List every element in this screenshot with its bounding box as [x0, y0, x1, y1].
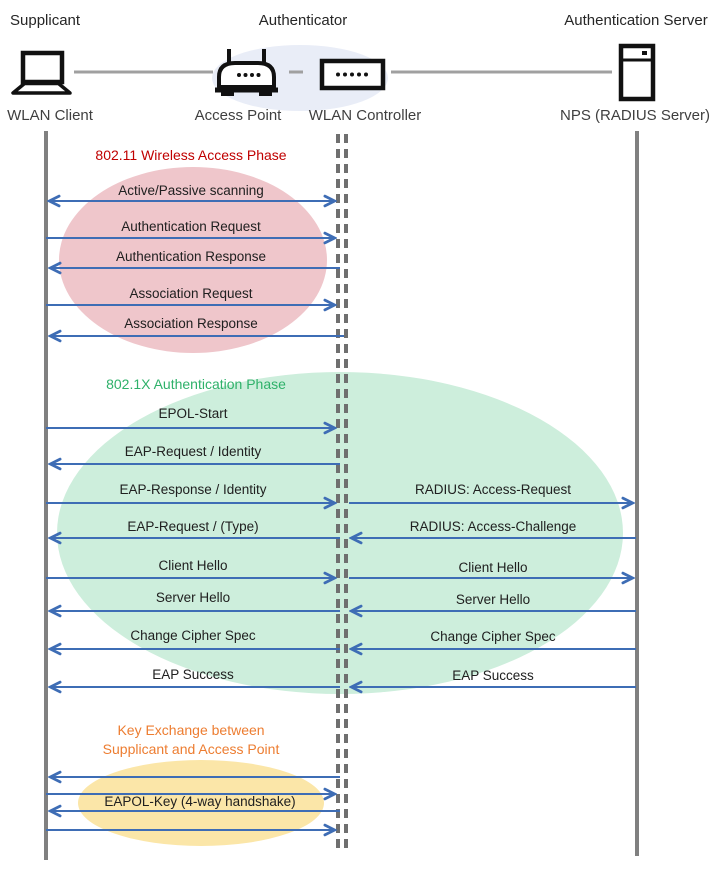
laptop-icon — [11, 50, 72, 95]
message-label: Change Cipher Spec — [130, 628, 256, 643]
message-label: Server Hello — [455, 592, 531, 607]
message-label: EAP Success — [152, 667, 234, 682]
wlan-controller-icon — [319, 58, 386, 91]
message-label: Association Response — [124, 316, 258, 331]
phase1-title: 802.11 Wireless Access Phase — [95, 147, 287, 163]
lifelines — [44, 131, 639, 860]
phase3-title-line2: Supplicant and Access Point — [102, 741, 280, 757]
phase3-title-line1: Key Exchange between — [117, 722, 265, 738]
message-label: Authentication Response — [115, 249, 267, 264]
node-access-point: Access Point — [194, 107, 282, 124]
node-wlan-client: WLAN Client — [7, 107, 93, 124]
node-wlan-controller: WLAN Controller — [308, 107, 422, 124]
message-arrows — [46, 201, 636, 830]
role-authenticator: Authenticator — [258, 12, 348, 29]
access-point-icon — [215, 49, 278, 96]
phase1-ellipse — [59, 167, 327, 353]
role-supplicant: Supplicant — [10, 12, 81, 29]
message-label: EPOL-Start — [158, 406, 228, 421]
message-label: Authentication Request — [121, 219, 261, 234]
message-label: RADIUS: Access-Request — [414, 482, 572, 497]
role-authentication-server: Authentication Server — [564, 12, 708, 29]
message-label: Active/Passive scanning — [118, 183, 264, 198]
phase3-ellipse — [78, 760, 324, 846]
message-label: Server Hello — [155, 590, 231, 605]
message-label: Client Hello — [458, 560, 528, 575]
message-label: Association Request — [129, 286, 253, 301]
node-nps-server: NPS (RADIUS Server) — [559, 107, 711, 124]
server-icon — [618, 43, 656, 102]
message-label: EAP Success — [452, 668, 534, 683]
message-label: Client Hello — [158, 558, 228, 573]
message-label: EAP-Response / Identity — [119, 482, 267, 497]
message-label: Change Cipher Spec — [430, 629, 556, 644]
message-label: EAPOL-Key (4-way handshake) — [104, 794, 296, 809]
message-label: EAP-Request / (Type) — [127, 519, 259, 534]
message-label: EAP-Request / Identity — [124, 444, 262, 459]
phase2-title: 802.1X Authentication Phase — [106, 376, 286, 392]
message-label: RADIUS: Access-Challenge — [409, 519, 577, 534]
